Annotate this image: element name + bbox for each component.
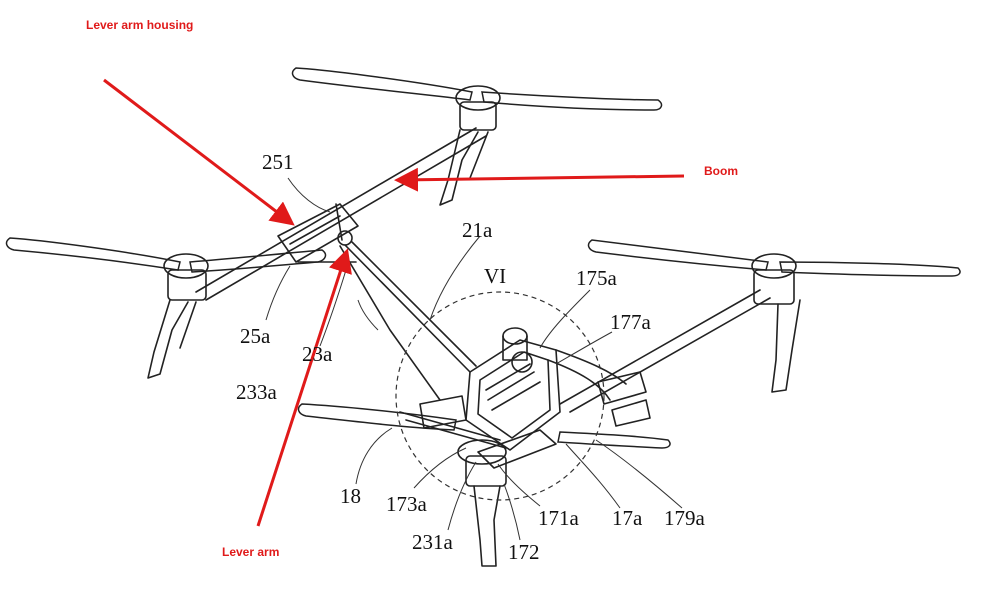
- boom-label: Boom: [704, 164, 738, 178]
- ref-231a: 231a: [412, 530, 453, 554]
- ref-173a: 173a: [386, 492, 427, 516]
- ref-17a: 17a: [612, 506, 643, 530]
- propeller-top-left: [5, 237, 327, 379]
- annotation-arrows: [103, 78, 685, 527]
- ref-25a: 25a: [240, 324, 271, 348]
- booms: [195, 127, 771, 449]
- ref-vi: VI: [484, 264, 507, 288]
- ref-171a: 171a: [538, 506, 579, 530]
- lever-arm-housing-arrow: [103, 78, 295, 226]
- ref-18: 18: [340, 484, 361, 508]
- ref-21a: 21a: [462, 218, 493, 242]
- ref-179a: 179a: [664, 506, 705, 530]
- lever-arm-assembly: [277, 203, 477, 401]
- leader-lines: [265, 177, 683, 541]
- ref-233a: 233a: [236, 380, 277, 404]
- lever-arm-housing-label: Lever arm housing: [86, 18, 194, 32]
- boom-arrow: [394, 167, 685, 192]
- propeller-right: [587, 239, 961, 393]
- lever-arm-arrow: [256, 248, 352, 527]
- ref-177a: 177a: [610, 310, 651, 334]
- ref-23a: 23a: [302, 342, 333, 366]
- ref-172: 172: [508, 540, 540, 564]
- detail-circle-vi: [395, 291, 605, 501]
- ref-251: 251: [262, 150, 294, 174]
- lever-arm-label: Lever arm: [222, 545, 280, 559]
- propeller-top-right: [291, 67, 663, 206]
- central-body: [419, 327, 651, 469]
- ref-175a: 175a: [576, 266, 617, 290]
